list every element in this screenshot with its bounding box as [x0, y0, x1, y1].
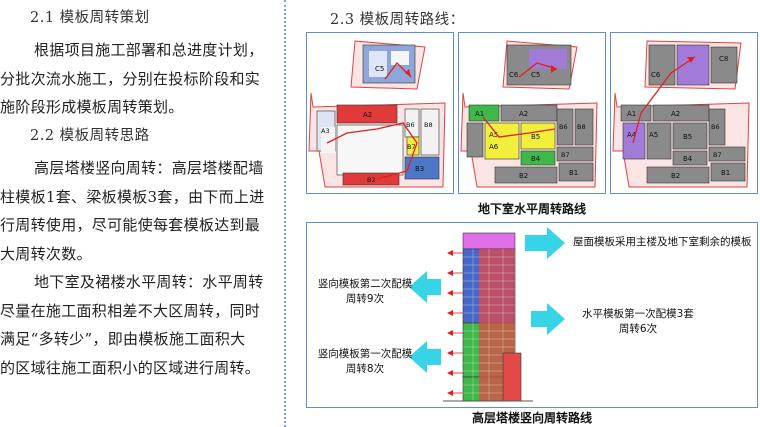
label-c8: C8 [719, 55, 728, 63]
label-b8: B8 [577, 123, 586, 131]
note-line: 周转6次 [618, 323, 658, 335]
paragraph-line: 柱模板1套、梁板模板3套，由下而上进 [0, 187, 265, 206]
label-a1: A1 [475, 110, 484, 118]
label-b5: B5 [531, 133, 540, 141]
label-c5: C5 [375, 65, 384, 73]
label-a2: A2 [671, 110, 680, 118]
left-text-column: 2.1 模板周转策划 根据项目施工部署和总进度计划， 分批次流水施工，分别在投标… [0, 0, 282, 427]
basement-route-panel-3: C6 C8 A1 A2 A4 A5 B5 B4 B6 B7 B1 B2 [610, 32, 758, 194]
tower-elevation [409, 227, 565, 402]
arrow-right-roof [525, 227, 565, 259]
note-vertical-first: 竖向模板第一次配模 周转8次 [317, 347, 413, 377]
section-heading-2-2: 2.2 模板周转思路 [30, 128, 150, 144]
note-line: 水平模板第一次配模3套 [582, 308, 694, 320]
paragraph-line: 尽量在施工面积相差不大区周转，同时 [0, 301, 261, 320]
caption-basement-route: 地下室水平周转路线 [478, 202, 587, 216]
label-a3: A3 [321, 127, 330, 135]
label-c5: C5 [531, 71, 540, 79]
note-horizontal-first: 水平模板第一次配模3套 周转6次 [563, 307, 713, 337]
label-b6: B6 [711, 123, 720, 131]
paragraph-line: 行周转使用，尽可能使每套模板达到最 [0, 216, 261, 234]
basement-plan-2: C6 C5 A1 A2 A5 A6 B5 B4 B6 B8 B7 B1 B2 [460, 40, 598, 188]
label-a5: A5 [649, 131, 658, 139]
label-b2: B2 [671, 172, 680, 180]
label-a2: A2 [519, 110, 528, 118]
label-a2: A2 [363, 111, 372, 119]
label-b1: B1 [721, 169, 730, 177]
paragraph-line: 大周转次数。 [0, 244, 92, 263]
paragraph-line: 地下室及裙楼水平周转：水平周转 [34, 273, 264, 291]
label-b4: B4 [683, 155, 693, 163]
note-line: 周转8次 [345, 363, 385, 375]
label-b2: B2 [367, 176, 376, 184]
basement-route-panel-1: C5 A2 B6 B7 B8 B3 A3 B2 [306, 32, 454, 194]
tower-route-panel: 屋面模板采用主楼及地下室剩余的模板 竖向模板第二次配模 周转9次 水平模板第一次… [306, 222, 758, 408]
arrow-right-horizontal [531, 303, 565, 335]
paragraph-line: 根据项目施工部署和总进度计划， [34, 41, 264, 59]
note-line: 周转9次 [345, 293, 385, 305]
label-a1: A1 [627, 110, 636, 118]
label-b5: B5 [683, 133, 692, 141]
label-c6: C6 [651, 71, 661, 79]
paragraph-line: 满足“多转少”，即由模板施工面积大 [0, 330, 246, 348]
basement-plan-1: C5 A2 B6 B7 B8 B3 A3 B2 [308, 40, 446, 188]
note-line: 竖向模板第二次配模 [317, 278, 413, 290]
basement-plan-3: C6 C8 A1 A2 A4 A5 B5 B4 B6 B7 B1 B2 [612, 40, 750, 188]
label-b3: B3 [415, 165, 424, 173]
label-b8: B8 [424, 121, 433, 129]
note-roof-formwork: 屋面模板采用主楼及地下室剩余的模板 [573, 236, 752, 248]
label-b6: B6 [559, 123, 568, 131]
label-a4: A4 [627, 131, 637, 139]
paragraph-line: 施阶段形成模板周转策划。 [0, 98, 184, 116]
paragraph-2-2-vertical: 高层塔楼竖向周转：高层塔楼配墙 柱模板1套、梁板模板3套，由下而上进 行周转使用… [0, 154, 276, 268]
label-b2: B2 [519, 172, 528, 180]
section-heading-2-3: 2.3 模板周转路线： [330, 12, 465, 28]
arrow-left-vertical-1 [409, 341, 441, 373]
label-b1: B1 [569, 169, 578, 177]
label-a5: A5 [489, 131, 498, 139]
label-b7: B7 [407, 143, 416, 151]
note-line: 竖向模板第一次配模 [317, 348, 413, 360]
label-b7: B7 [561, 151, 570, 159]
label-b6: B6 [406, 121, 415, 129]
label-b7: B7 [713, 151, 722, 159]
paragraph-2-2-horizontal: 地下室及裙楼水平周转：水平周转 尽量在施工面积相差不大区周转，同时 满足“多转少… [0, 268, 276, 382]
caption-tower-route: 高层塔楼竖向周转路线 [472, 411, 593, 425]
column-divider [284, 0, 286, 427]
paragraph-2-1: 根据项目施工部署和总进度计划， 分批次流水施工，分别在投标阶段和实 施阶段形成模… [0, 36, 276, 122]
section-heading-2-1: 2.1 模板周转策划 [30, 10, 150, 26]
label-a6: A6 [489, 143, 499, 151]
basement-route-panel-2: C6 C5 A1 A2 A5 A6 B5 B4 B6 B8 B7 B1 B2 [458, 32, 606, 194]
label-b4: B4 [531, 155, 541, 163]
note-vertical-second: 竖向模板第二次配模 周转9次 [317, 277, 413, 307]
arrow-left-vertical-2 [409, 271, 441, 303]
paragraph-line: 高层塔楼竖向周转：高层塔楼配墙 [34, 159, 264, 177]
label-c6: C6 [509, 71, 519, 79]
paragraph-line: 分批次流水施工，分别在投标阶段和实 [0, 69, 261, 88]
paragraph-line: 的区域往施工面积小的区域进行周转。 [0, 358, 261, 377]
